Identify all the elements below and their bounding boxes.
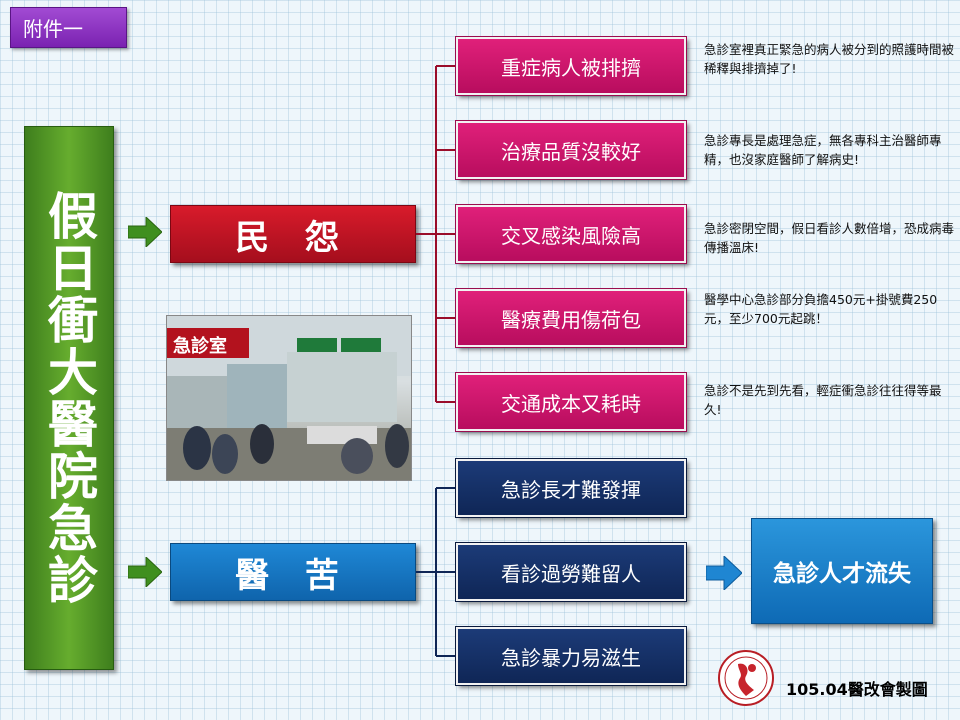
category-hardship: 醫 苦 (170, 543, 416, 601)
complaint-note-3: 急診密閉空間，假日看診人數倍增，恐成病毒傳播溫床! (704, 221, 955, 255)
er-photo-illustration (167, 316, 411, 480)
complaint-note-4: 醫學中心急診部分負擔450元+掛號費250元，至少700元起跳！ (704, 292, 938, 326)
complaint-item-label: 醫療費用傷荷包 (501, 307, 641, 332)
credit-text: 105.04醫改會製圖 (786, 680, 928, 699)
complaint-item-2: 治療品質沒較好 (455, 120, 687, 180)
main-title-box: 假日衝大醫院急診 (24, 126, 114, 670)
er-waiting-room-photo: 急診室 (166, 315, 412, 481)
hardship-item-3: 急診暴力易滋生 (455, 626, 687, 686)
attachment-tag: 附件一 (10, 7, 127, 48)
complaint-item-1: 重症病人被排擠 (455, 36, 687, 96)
category-complaint: 民 怨 (170, 205, 416, 263)
blue-right-arrow-icon (706, 556, 742, 590)
complaint-note-5: 急診不是先到先看，輕症衝急診往往得等最久! (704, 383, 942, 417)
er-photo-sign: 急診室 (173, 336, 227, 357)
result-label: 急診人才流失 (773, 561, 911, 587)
complaint-item-label: 重症病人被排擠 (501, 55, 641, 80)
complaint-item-label: 治療品質沒較好 (501, 139, 641, 164)
complaint-item-4: 醫療費用傷荷包 (455, 288, 687, 348)
green-right-arrow-icon (128, 217, 162, 247)
complaint-item-3: 交叉感染風險高 (455, 204, 687, 264)
complaint-note-1: 急診室裡真正緊急的病人被分到的照護時間被稀釋與排擠掉了! (704, 42, 955, 76)
hardship-connectors (416, 487, 456, 657)
hardship-item-1: 急診長才難發揮 (455, 458, 687, 518)
hardship-item-label: 看診過勞難留人 (501, 561, 641, 586)
complaint-item-5: 交通成本又耗時 (455, 372, 687, 432)
attachment-tag-label: 附件一 (23, 17, 83, 41)
complaint-item-label: 交通成本又耗時 (501, 391, 641, 416)
green-right-arrow-icon (128, 557, 162, 587)
hardship-item-2: 看診過勞難留人 (455, 542, 687, 602)
result-box: 急診人才流失 (751, 518, 933, 624)
reform-foundation-logo-icon (718, 650, 774, 706)
main-title: 假日衝大醫院急診 (40, 190, 98, 606)
category-hardship-label: 醫 苦 (235, 555, 351, 596)
category-complaint-label: 民 怨 (235, 217, 351, 258)
complaint-connectors (416, 65, 456, 403)
complaint-note-2: 急診專長是處理急症，無各專科主治醫師專精，也沒家庭醫師了解病史! (704, 133, 942, 167)
hardship-item-label: 急診長才難發揮 (501, 477, 641, 502)
complaint-item-label: 交叉感染風險高 (501, 223, 641, 248)
hardship-item-label: 急診暴力易滋生 (501, 645, 641, 670)
